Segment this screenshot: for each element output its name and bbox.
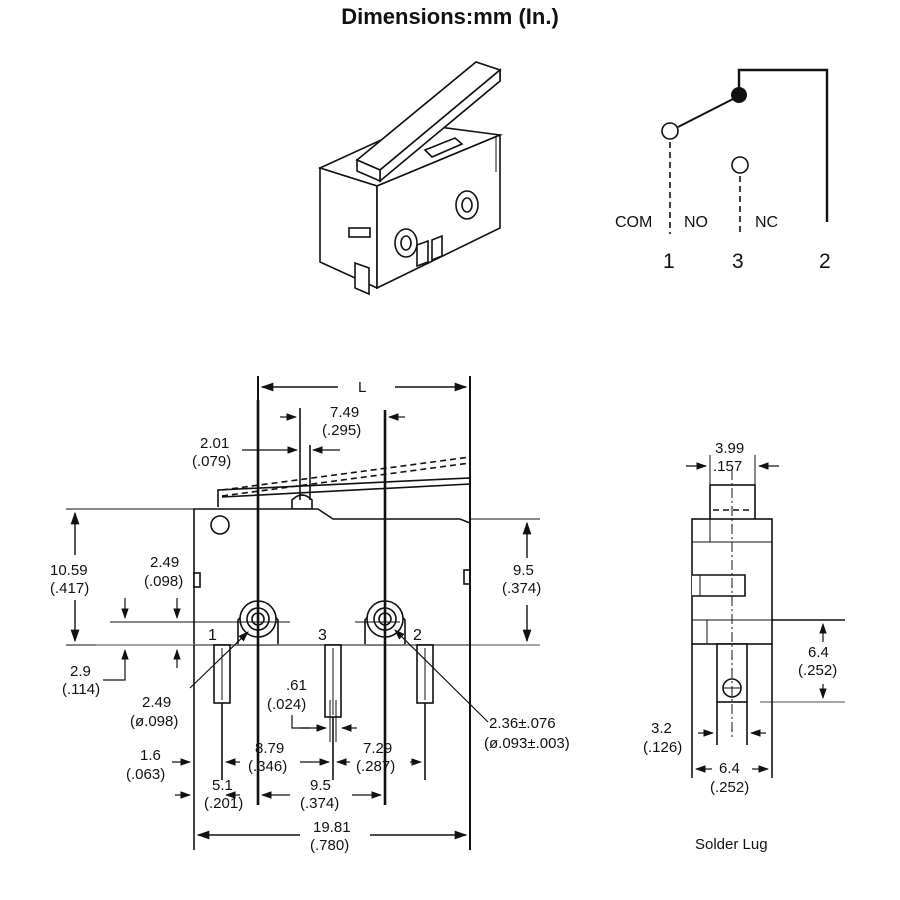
switch-isometric-view bbox=[317, 61, 504, 296]
dim-1-6-in: (.063) bbox=[126, 766, 165, 783]
dim-0-61: .61 bbox=[286, 677, 307, 694]
com-label: COM bbox=[615, 214, 652, 231]
nc-label: NC bbox=[755, 214, 778, 231]
dim-3-2: 3.2 bbox=[651, 720, 672, 737]
dim-2-36-in: (ø.093±.003) bbox=[484, 735, 570, 752]
dim-3-99: 3.99 bbox=[715, 440, 744, 457]
com-contact bbox=[661, 122, 679, 140]
schematic-pin-3: 3 bbox=[732, 250, 744, 273]
dim-9-5-vertical: 9.5 bbox=[513, 562, 534, 579]
dim-6-4-vertical-in: (.252) bbox=[798, 662, 837, 679]
dim-7-49: 7.49 bbox=[330, 404, 359, 421]
solder-lug-caption: Solder Lug bbox=[695, 836, 768, 853]
front-pin-2: 2 bbox=[413, 627, 422, 644]
page-title: Dimensions:mm (In.) bbox=[341, 4, 559, 29]
dim-10-59-in: (.417) bbox=[50, 580, 89, 597]
front-pin-3: 3 bbox=[318, 627, 327, 644]
dim-7-49-in: (.295) bbox=[322, 422, 361, 439]
dim-6-4-horizontal: 6.4 bbox=[719, 760, 740, 777]
dim-2-9: 2.9 bbox=[70, 663, 91, 680]
dim-9-5-horizontal: 9.5 bbox=[310, 777, 331, 794]
dim-19-81-in: (.780) bbox=[310, 837, 349, 854]
dim-L: L bbox=[358, 379, 366, 396]
dim-2-9-in: (.114) bbox=[62, 681, 100, 698]
dim-9-5-vertical-in: (.374) bbox=[502, 580, 541, 597]
dim-2-49: 2.49 bbox=[150, 554, 179, 571]
dim-2-01: 2.01 bbox=[200, 435, 229, 452]
no-contact bbox=[731, 156, 749, 174]
dim-5-1-in: (.201) bbox=[204, 795, 243, 812]
front-pin-1: 1 bbox=[208, 627, 217, 644]
common-pivot-contact bbox=[731, 87, 747, 103]
nc-lead-wire bbox=[737, 68, 829, 222]
dim-1-6: 1.6 bbox=[140, 747, 161, 764]
dim-2-01-in: (.079) bbox=[192, 453, 231, 470]
dim-6-4-vertical: 6.4 bbox=[808, 644, 829, 661]
dim-2-49-dia: 2.49 bbox=[142, 694, 171, 711]
schematic-pin-1: 1 bbox=[663, 250, 675, 273]
schematic-pin-2: 2 bbox=[819, 250, 831, 273]
dim-2-36: 2.36±.076 bbox=[489, 715, 556, 732]
dim-3-99-in: .157 bbox=[713, 458, 742, 475]
dim-2-49-in: (.098) bbox=[144, 573, 183, 590]
switch-blade bbox=[677, 98, 734, 128]
dim-5-1: 5.1 bbox=[212, 777, 233, 794]
dim-7-29-in: (.287) bbox=[356, 758, 395, 775]
switch-schematic: COM NO NC 1 3 2 bbox=[615, 68, 831, 273]
dim-9-5-horizontal-in: (.374) bbox=[300, 795, 339, 812]
dim-19-81: 19.81 bbox=[313, 819, 351, 836]
front-view-drawing: 1 3 2 L 7.49 (.295) 2.01 (.079) 10.59 (.… bbox=[50, 376, 570, 854]
side-view-drawing: 3.99 .157 6.4 (.252) 3.2 (.126) 6.4 (.25… bbox=[643, 440, 845, 853]
dim-8-79-in: (.346) bbox=[248, 758, 287, 775]
dim-3-2-in: (.126) bbox=[643, 739, 682, 756]
dim-6-4-horizontal-in: (.252) bbox=[710, 779, 749, 796]
no-label: NO bbox=[684, 214, 708, 231]
dim-8-79: 8.79 bbox=[255, 740, 284, 757]
dim-0-61-in: (.024) bbox=[267, 696, 306, 713]
dim-7-29: 7.29 bbox=[363, 740, 392, 757]
dim-10-59: 10.59 bbox=[50, 562, 88, 579]
dim-2-49-dia-in: (ø.098) bbox=[130, 713, 178, 730]
